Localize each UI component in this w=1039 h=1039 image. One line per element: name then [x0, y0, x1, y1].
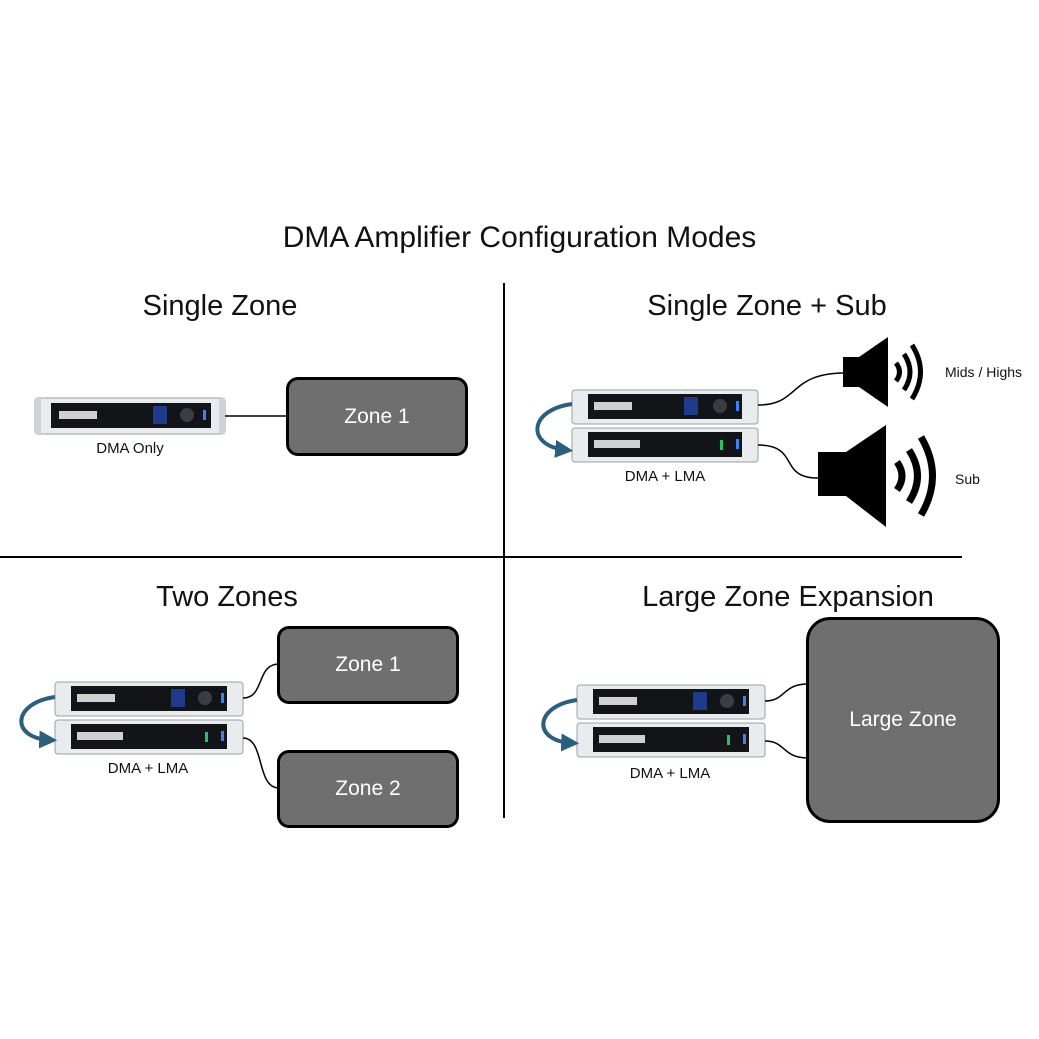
dma-unit	[54, 681, 244, 717]
dma-unit	[576, 684, 766, 720]
lma-unit	[54, 719, 244, 755]
zone-box: Zone 1	[286, 377, 468, 456]
diagram-title: DMA Amplifier Configuration Modes	[282, 221, 757, 254]
heading-single-zone-sub: Single Zone + Sub	[647, 290, 887, 322]
device-label: DMA + LMA	[629, 765, 711, 782]
heading-single-zone: Single Zone	[142, 290, 298, 322]
vertical-divider	[503, 283, 505, 818]
speaker-icon	[818, 425, 936, 527]
device-label: DMA + LMA	[624, 468, 706, 485]
dma-unit	[34, 397, 226, 435]
horizontal-divider	[0, 556, 962, 558]
speaker-label-sub: Sub	[955, 471, 980, 487]
dma-unit	[571, 389, 759, 425]
lma-unit	[571, 427, 759, 463]
large-zone-box: Large Zone	[806, 617, 1000, 823]
device-label: DMA Only	[96, 440, 164, 457]
lma-unit	[576, 722, 766, 758]
zone-box: Zone 2	[277, 750, 459, 828]
link-arrow	[19, 695, 58, 749]
heading-two-zones: Two Zones	[156, 581, 298, 613]
link-arrow	[541, 698, 580, 752]
device-label: DMA + LMA	[107, 760, 189, 777]
zone-box: Zone 1	[277, 626, 459, 704]
heading-large-zone-expansion: Large Zone Expansion	[642, 581, 934, 613]
speaker-label-mids-highs: Mids / Highs	[945, 364, 1023, 380]
speaker-icon	[843, 337, 923, 407]
link-arrow	[535, 402, 574, 458]
